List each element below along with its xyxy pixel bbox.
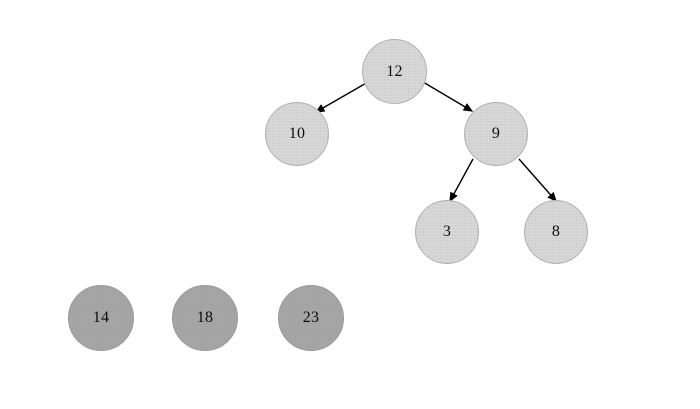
node-label: 12 bbox=[386, 62, 403, 80]
tree-node-3[interactable]: 3 bbox=[415, 200, 479, 264]
node-label: 8 bbox=[551, 223, 561, 240]
node-label: 14 bbox=[92, 309, 110, 326]
tree-node-12[interactable]: 12 bbox=[362, 39, 427, 104]
tree-node-8[interactable]: 8 bbox=[524, 200, 588, 264]
tree-edge-12-to-9 bbox=[422, 81, 474, 112]
node-label: 18 bbox=[196, 309, 214, 326]
tree-node-10[interactable]: 10 bbox=[265, 102, 329, 166]
tree-edge-9-to-3 bbox=[449, 158, 474, 203]
node-label: 9 bbox=[491, 125, 501, 142]
pool-node-23[interactable]: 23 bbox=[278, 285, 344, 351]
node-label: 23 bbox=[302, 309, 320, 326]
node-label: 10 bbox=[288, 125, 306, 142]
node-label: 3 bbox=[442, 223, 452, 240]
tree-node-9[interactable]: 9 bbox=[464, 102, 528, 166]
tree-edge-12-to-10 bbox=[314, 81, 369, 113]
pool-node-14[interactable]: 14 bbox=[68, 285, 134, 351]
tree-edge-9-to-8 bbox=[518, 158, 557, 203]
pool-node-18[interactable]: 18 bbox=[172, 285, 238, 351]
